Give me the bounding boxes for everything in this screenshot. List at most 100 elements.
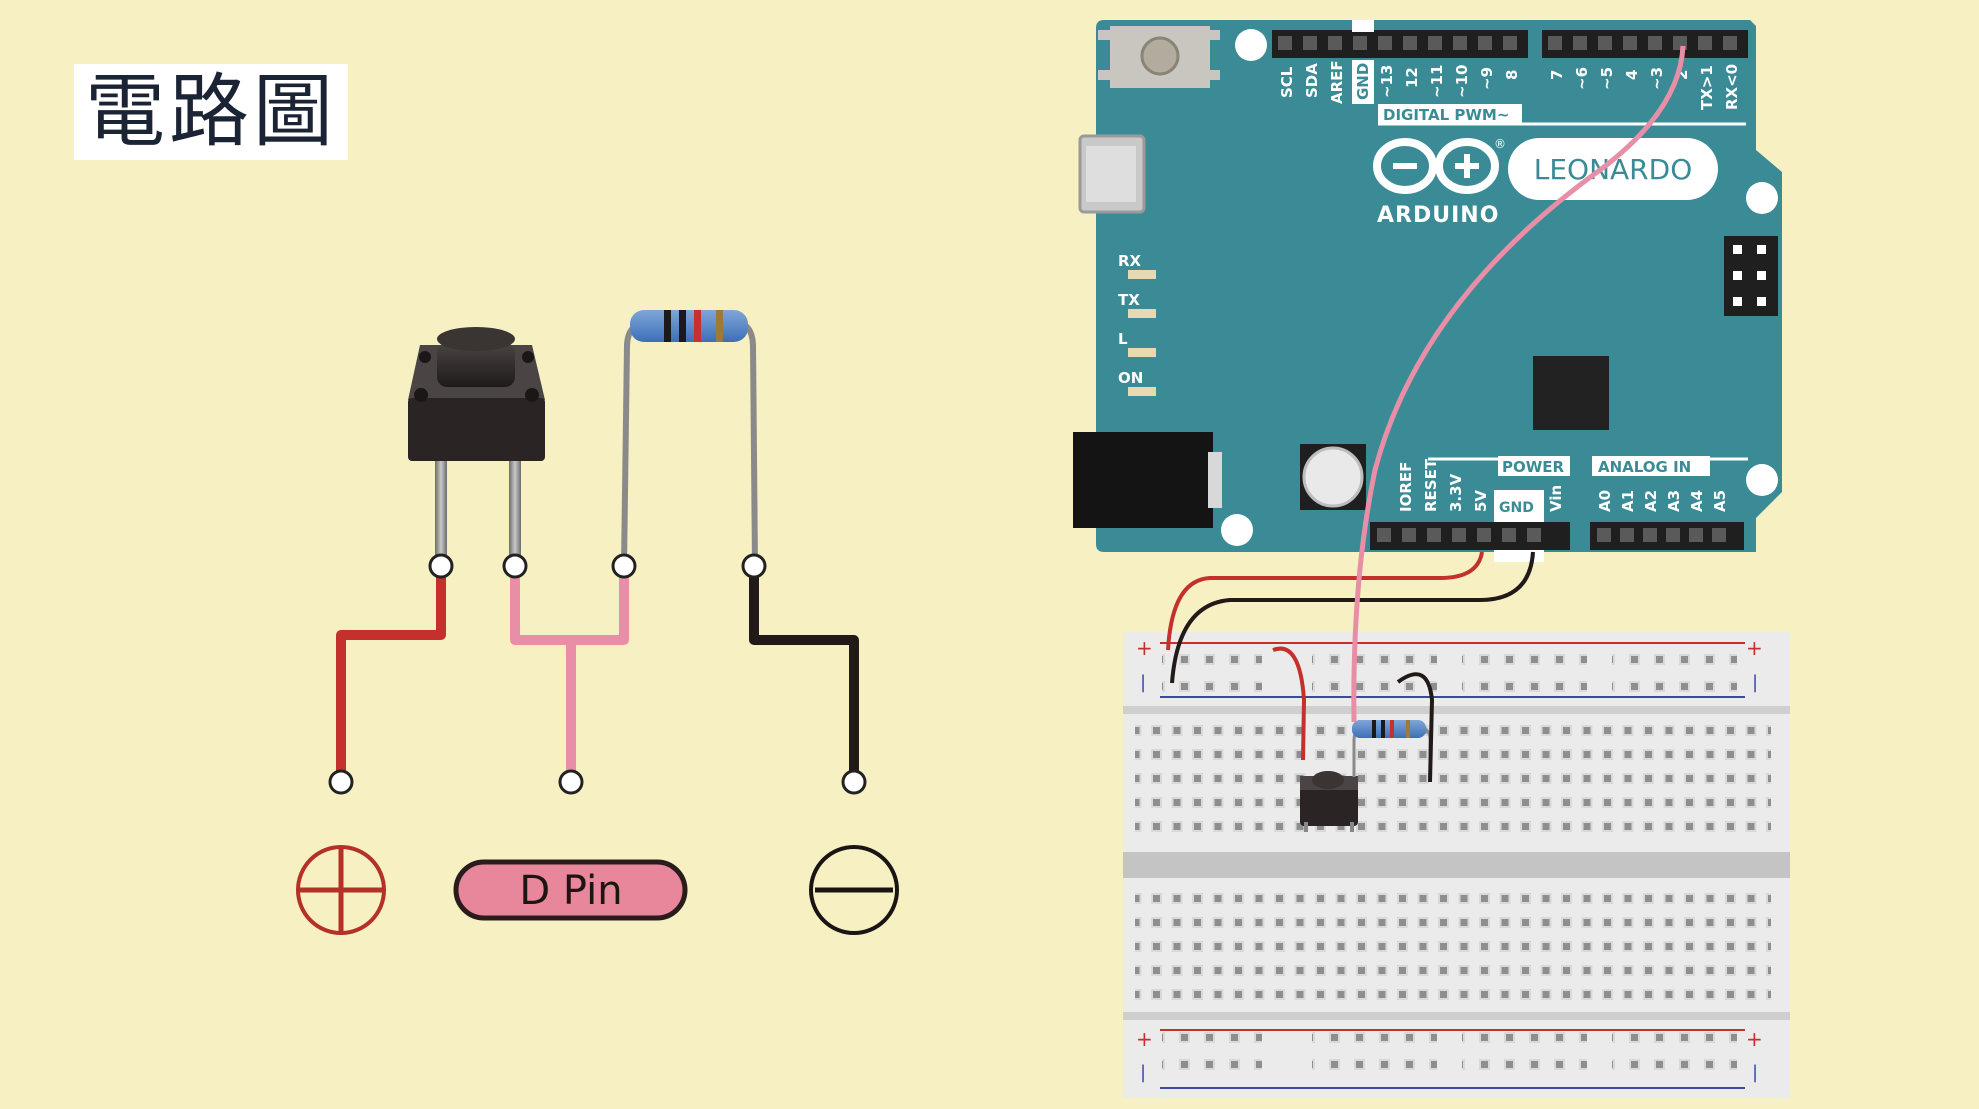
button-cap (437, 343, 515, 387)
pin-label-3: ~3 (1648, 67, 1666, 90)
pin-label-6: ~6 (1573, 67, 1591, 90)
pin-label-a5: A5 (1711, 490, 1729, 512)
led-label-rx: RX (1118, 252, 1142, 270)
button-body-top (408, 345, 545, 400)
led-on (1128, 387, 1156, 396)
breadboard-grid-bottom (1135, 882, 1771, 1004)
analog-header (1590, 522, 1744, 550)
power-header (1370, 522, 1570, 550)
microcontroller-chip (1533, 356, 1609, 430)
page-title: 電路圖 (85, 65, 337, 158)
led-rx (1128, 270, 1156, 279)
model-badge (1508, 138, 1718, 200)
pin-label-rx0: RX<0 (1723, 64, 1741, 110)
rail-plus-bottom-left: + (1136, 1027, 1153, 1051)
schematic: D Pin (296, 310, 899, 935)
node-resistor-left (611, 553, 637, 579)
breadboard: + | + | + | + | (1123, 632, 1790, 1098)
red-jumper-breadboard (1272, 646, 1307, 761)
pin-label-aref: AREF (1328, 60, 1346, 104)
power-jack (1073, 432, 1213, 528)
title-box: 電路圖 (74, 64, 348, 160)
led-label-l: L (1118, 330, 1128, 348)
usb-connector (1078, 134, 1146, 214)
rail-minus-bottom-right: | (1752, 1062, 1758, 1083)
icsp-header (1724, 236, 1778, 316)
power-label: POWER (1502, 458, 1565, 476)
button-leg-left (435, 455, 447, 567)
pin-label-10: ~10 (1453, 65, 1471, 98)
pin-label-7: 7 (1548, 70, 1566, 80)
pink-wire-pin2 (1351, 45, 1686, 723)
breadboard-push-button (1300, 771, 1358, 832)
rail-plus-bottom-right: + (1746, 1027, 1763, 1051)
breadboard-body (1123, 632, 1790, 1098)
button-leg-right (509, 455, 521, 567)
dpin-terminal: D Pin (453, 859, 688, 921)
resistor-body (630, 310, 748, 342)
plus-terminal-symbol (296, 845, 386, 935)
red-wire (336, 566, 446, 782)
pin-label-vin: Vin (1547, 485, 1565, 512)
pin-label-4: 4 (1623, 70, 1641, 80)
node-button-left (428, 553, 454, 579)
pin-label-a0: A0 (1596, 490, 1614, 512)
pin-label-12: 12 (1403, 67, 1421, 88)
dpin-label: D Pin (519, 868, 622, 914)
node-minus-end (841, 769, 867, 795)
black-jumper-breadboard (1396, 672, 1435, 783)
pin-label-5: ~5 (1598, 67, 1616, 90)
digital-pwm-label: DIGITAL PWM~ (1383, 106, 1509, 124)
pin-label-gnd-1: GND (1499, 500, 1534, 516)
breadboard-center-channel (1123, 852, 1790, 878)
led-label-on: ON (1118, 369, 1143, 387)
breadboard-resistor (1352, 720, 1432, 782)
digital-header-left (1272, 30, 1528, 58)
rail-minus-top-left: | (1140, 672, 1146, 693)
red-wire-5v (1166, 551, 1484, 651)
pin-label-gnd-top: GND (1354, 63, 1372, 100)
analog-label: ANALOG IN (1598, 458, 1691, 476)
capacitor-base (1300, 444, 1366, 510)
rail-minus-bottom-left: | (1140, 1062, 1146, 1083)
pin-label-reset: RESET (1422, 458, 1440, 512)
node-plus-end (328, 769, 354, 795)
pin-label-a3: A3 (1665, 490, 1683, 512)
arduino-board: SCL SDA AREF GND ~13 12 ~11 ~10 ~9 8 7 ~… (1073, 20, 1782, 562)
pin-label-5v: 5V (1472, 490, 1490, 512)
pink-wire-right (566, 566, 629, 782)
arduino-logo: ® (1373, 137, 1506, 194)
digital-header-right (1542, 30, 1748, 58)
rail-minus-top-right: | (1752, 672, 1758, 693)
pin-label-13: ~13 (1378, 65, 1396, 98)
led-l (1128, 348, 1156, 357)
resistor-lead (621, 319, 758, 567)
pin-label-11: ~11 (1428, 65, 1446, 98)
node-resistor-right (741, 553, 767, 579)
pin-label-a1: A1 (1619, 490, 1637, 512)
black-wire-gnd (1170, 551, 1535, 684)
button-body (408, 398, 545, 461)
pin-label-9: ~9 (1478, 67, 1496, 90)
led-label-tx: TX (1118, 291, 1140, 309)
pin-label-sda: SDA (1303, 63, 1321, 98)
button-cap-top (437, 327, 515, 351)
pin-label-a2: A2 (1642, 490, 1660, 512)
node-button-right (502, 553, 528, 579)
model-name: LEONARDO (1534, 153, 1692, 186)
led-tx (1128, 309, 1156, 318)
arduino-brand: ARDUINO (1377, 203, 1499, 228)
pin-label-tx1: TX>1 (1698, 65, 1716, 110)
node-dpin-end (558, 769, 584, 795)
pin-label-scl: SCL (1278, 66, 1296, 98)
pin-label-ioref: IOREF (1397, 462, 1415, 512)
reset-button (1110, 26, 1210, 88)
pin-label-2: 2 (1673, 70, 1691, 80)
minus-terminal-symbol (809, 845, 899, 935)
rail-plus-top-left: + (1136, 636, 1153, 660)
pink-wire-left (510, 566, 571, 645)
push-button-component (408, 327, 545, 567)
breadboard-grid-top (1135, 718, 1771, 840)
black-wire (749, 566, 859, 782)
